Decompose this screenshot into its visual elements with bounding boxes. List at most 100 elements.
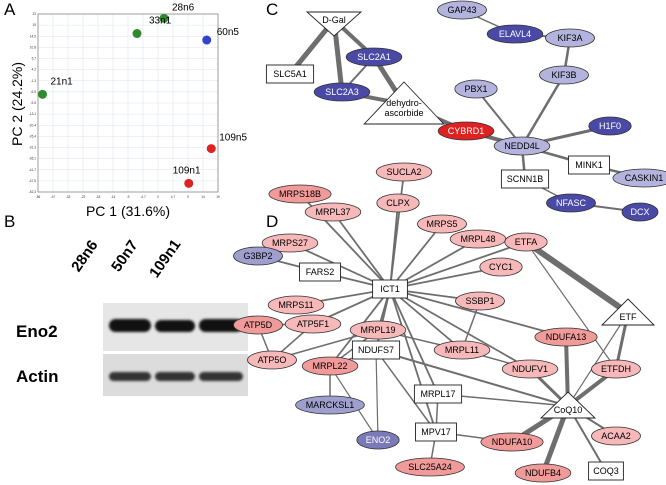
edge-ndufa13-ict1 xyxy=(389,288,567,338)
pca-ytick-label: 14.5 xyxy=(30,34,36,38)
node-ndufa10: NDUFA10 xyxy=(480,432,544,452)
node-label-ict1: ICT1 xyxy=(380,284,400,294)
pca-xtick-label: -56 xyxy=(36,195,41,199)
node-slc5a1: SLC5A1 xyxy=(265,64,315,84)
pca-point-label-109n1: 109n1 xyxy=(173,165,201,176)
node-label-dehydro-ascorbide: dehydro- xyxy=(386,98,422,108)
node-clpx: CLPX xyxy=(376,193,420,213)
node-ict1: ICT1 xyxy=(372,279,408,299)
band-actin-28n6 xyxy=(109,372,151,381)
node-label-kif3b: KIF3B xyxy=(551,70,576,80)
node-etfdh: ETFDH xyxy=(591,359,641,379)
node-h1f0: H1F0 xyxy=(588,116,632,136)
pca-ytick-label: -20.4 xyxy=(29,123,36,127)
node-label-acaa2: ACAA2 xyxy=(601,431,631,441)
edge-pbx1-nedd4l xyxy=(475,88,523,147)
pca-ytick-label: -52.3 xyxy=(29,190,36,194)
node-cybrd1: CYBRD1 xyxy=(437,121,495,141)
pca-ytick-label: -9.6 xyxy=(31,101,37,105)
pca-ytick-label: 10.8 xyxy=(30,45,36,49)
node-marcksl1: MARCKSL1 xyxy=(295,395,365,415)
node-mrpl11: MRPL11 xyxy=(433,340,491,360)
node-label-cyc1: CYC1 xyxy=(489,262,513,272)
node-atp5d: ATP5D xyxy=(233,315,283,335)
blot-image-eno2 xyxy=(103,303,248,351)
pca-ytick-label: -26.4 xyxy=(29,134,36,138)
node-label-eno2: ENO2 xyxy=(366,435,391,445)
node-label-coq3: COQ3 xyxy=(593,466,619,476)
node-atp5f1: ATP5F1 xyxy=(284,314,342,334)
node-label-marcksl1: MARCKSL1 xyxy=(306,400,355,410)
blot-row-label-eno2: Eno2 xyxy=(16,322,58,341)
node-ndufb4: NDUFB4 xyxy=(514,463,572,483)
band-eno2-50n7 xyxy=(155,320,195,332)
node-label-mrpl48: MRPL48 xyxy=(460,234,495,244)
node-pbx1: PBX1 xyxy=(454,79,498,99)
edge-ndufs7-ict1 xyxy=(375,288,391,351)
node-etfa: ETFA xyxy=(504,232,548,252)
node-scnn1b: SCNN1B xyxy=(500,169,550,189)
node-label-atp5o: ATP5O xyxy=(258,355,287,365)
node-label-h1f0: H1F0 xyxy=(599,121,621,131)
edge-eno2-ndufs7 xyxy=(375,349,379,441)
node-label-slc2a1: SLC2A1 xyxy=(357,52,391,62)
pca-ytick-label: -1.3 xyxy=(31,79,37,83)
node-kif3b: KIF3B xyxy=(539,65,589,85)
edge-etfa-etf xyxy=(524,239,630,316)
pca-xtick-label: -23 xyxy=(81,195,86,199)
panel-letter-b: B xyxy=(4,212,16,231)
edge-mrpl11-ict1 xyxy=(389,288,463,351)
edge-ndufs7-coq10 xyxy=(375,349,569,407)
pca-ytick-label: 19 xyxy=(32,23,36,27)
node-label-mpv17: MPV17 xyxy=(421,427,451,437)
node-label-ssbp1: SSBP1 xyxy=(465,296,494,306)
node-slc2a1: SLC2A1 xyxy=(345,47,403,67)
node-g3bp2: G3BP2 xyxy=(233,246,283,266)
node-label-sucla2: SUCLA2 xyxy=(386,167,421,177)
node-mrpl22: MRPL22 xyxy=(301,356,359,376)
node-label-kif3a: KIF3A xyxy=(557,33,582,43)
band-eno2-109n1 xyxy=(199,319,243,332)
node-ndufs7: NDUFS7 xyxy=(351,340,401,360)
pca-xlabel: PC 1 (31.6%) xyxy=(86,203,170,219)
netd-nodes: SUCLA2MRPS18BMRPL37CLPXMRPS5MRPL48MRPS27… xyxy=(233,162,656,483)
node-label-slc2a3: SLC2A3 xyxy=(325,87,359,97)
node-label-ndufs7: NDUFS7 xyxy=(358,345,394,355)
blot-label-28n6: 28n6 xyxy=(68,237,102,275)
node-mrpl19: MRPL19 xyxy=(349,320,407,340)
pca-xtick-label: -47 xyxy=(51,195,56,199)
pca-point-109n1 xyxy=(184,178,194,188)
pca-ytick-label: 23 xyxy=(32,12,36,16)
edge-mrpl17-ict1 xyxy=(389,288,439,395)
band-eno2-28n6 xyxy=(109,319,151,332)
node-mink1: MINK1 xyxy=(568,155,610,175)
node-label-mrpl37: MRPL37 xyxy=(315,207,350,217)
edge-etfa-etfdh xyxy=(525,241,617,370)
node-label-dcx: DCX xyxy=(630,207,649,217)
edge-ndufv1-ict1 xyxy=(389,288,531,370)
node-label-dehydro-ascorbide: ascorbide xyxy=(384,108,423,118)
node-label-ndufa10: NDUFA10 xyxy=(492,437,533,447)
node-dehydro-ascorbide: dehydro-ascorbide xyxy=(363,81,445,125)
node-label-mrpl17: MRPL17 xyxy=(420,389,455,399)
node-mrps11: MRPS11 xyxy=(267,295,325,315)
pca-xtick-label: 0 xyxy=(157,195,159,199)
node-label-mrpl11: MRPL11 xyxy=(445,345,479,355)
pca-xtick-label: 9 xyxy=(187,195,189,199)
blot-row-label-actin: Actin xyxy=(16,367,59,386)
pca-ytick-label: -36.1 xyxy=(29,157,36,161)
node-label-ndufa13: NDUFA13 xyxy=(546,332,587,342)
node-label-mink1: MINK1 xyxy=(575,160,603,170)
node-label-slc5a1: SLC5A1 xyxy=(273,69,307,79)
node-label-scnn1b: SCNN1B xyxy=(507,174,544,184)
node-etf: ETF xyxy=(600,298,656,326)
node-label-caskin1: CASKIN1 xyxy=(625,173,664,183)
pca-ytick-label: -31.3 xyxy=(29,146,36,150)
pca-ytick-label: -6.9 xyxy=(31,90,37,94)
node-elavl4: ELAVL4 xyxy=(486,24,544,44)
band-actin-109n1 xyxy=(199,372,243,381)
node-label-mrpl19: MRPL19 xyxy=(360,325,395,335)
node-coq10: CoQ10 xyxy=(539,391,597,419)
panel-letter-c: C xyxy=(266,0,279,19)
